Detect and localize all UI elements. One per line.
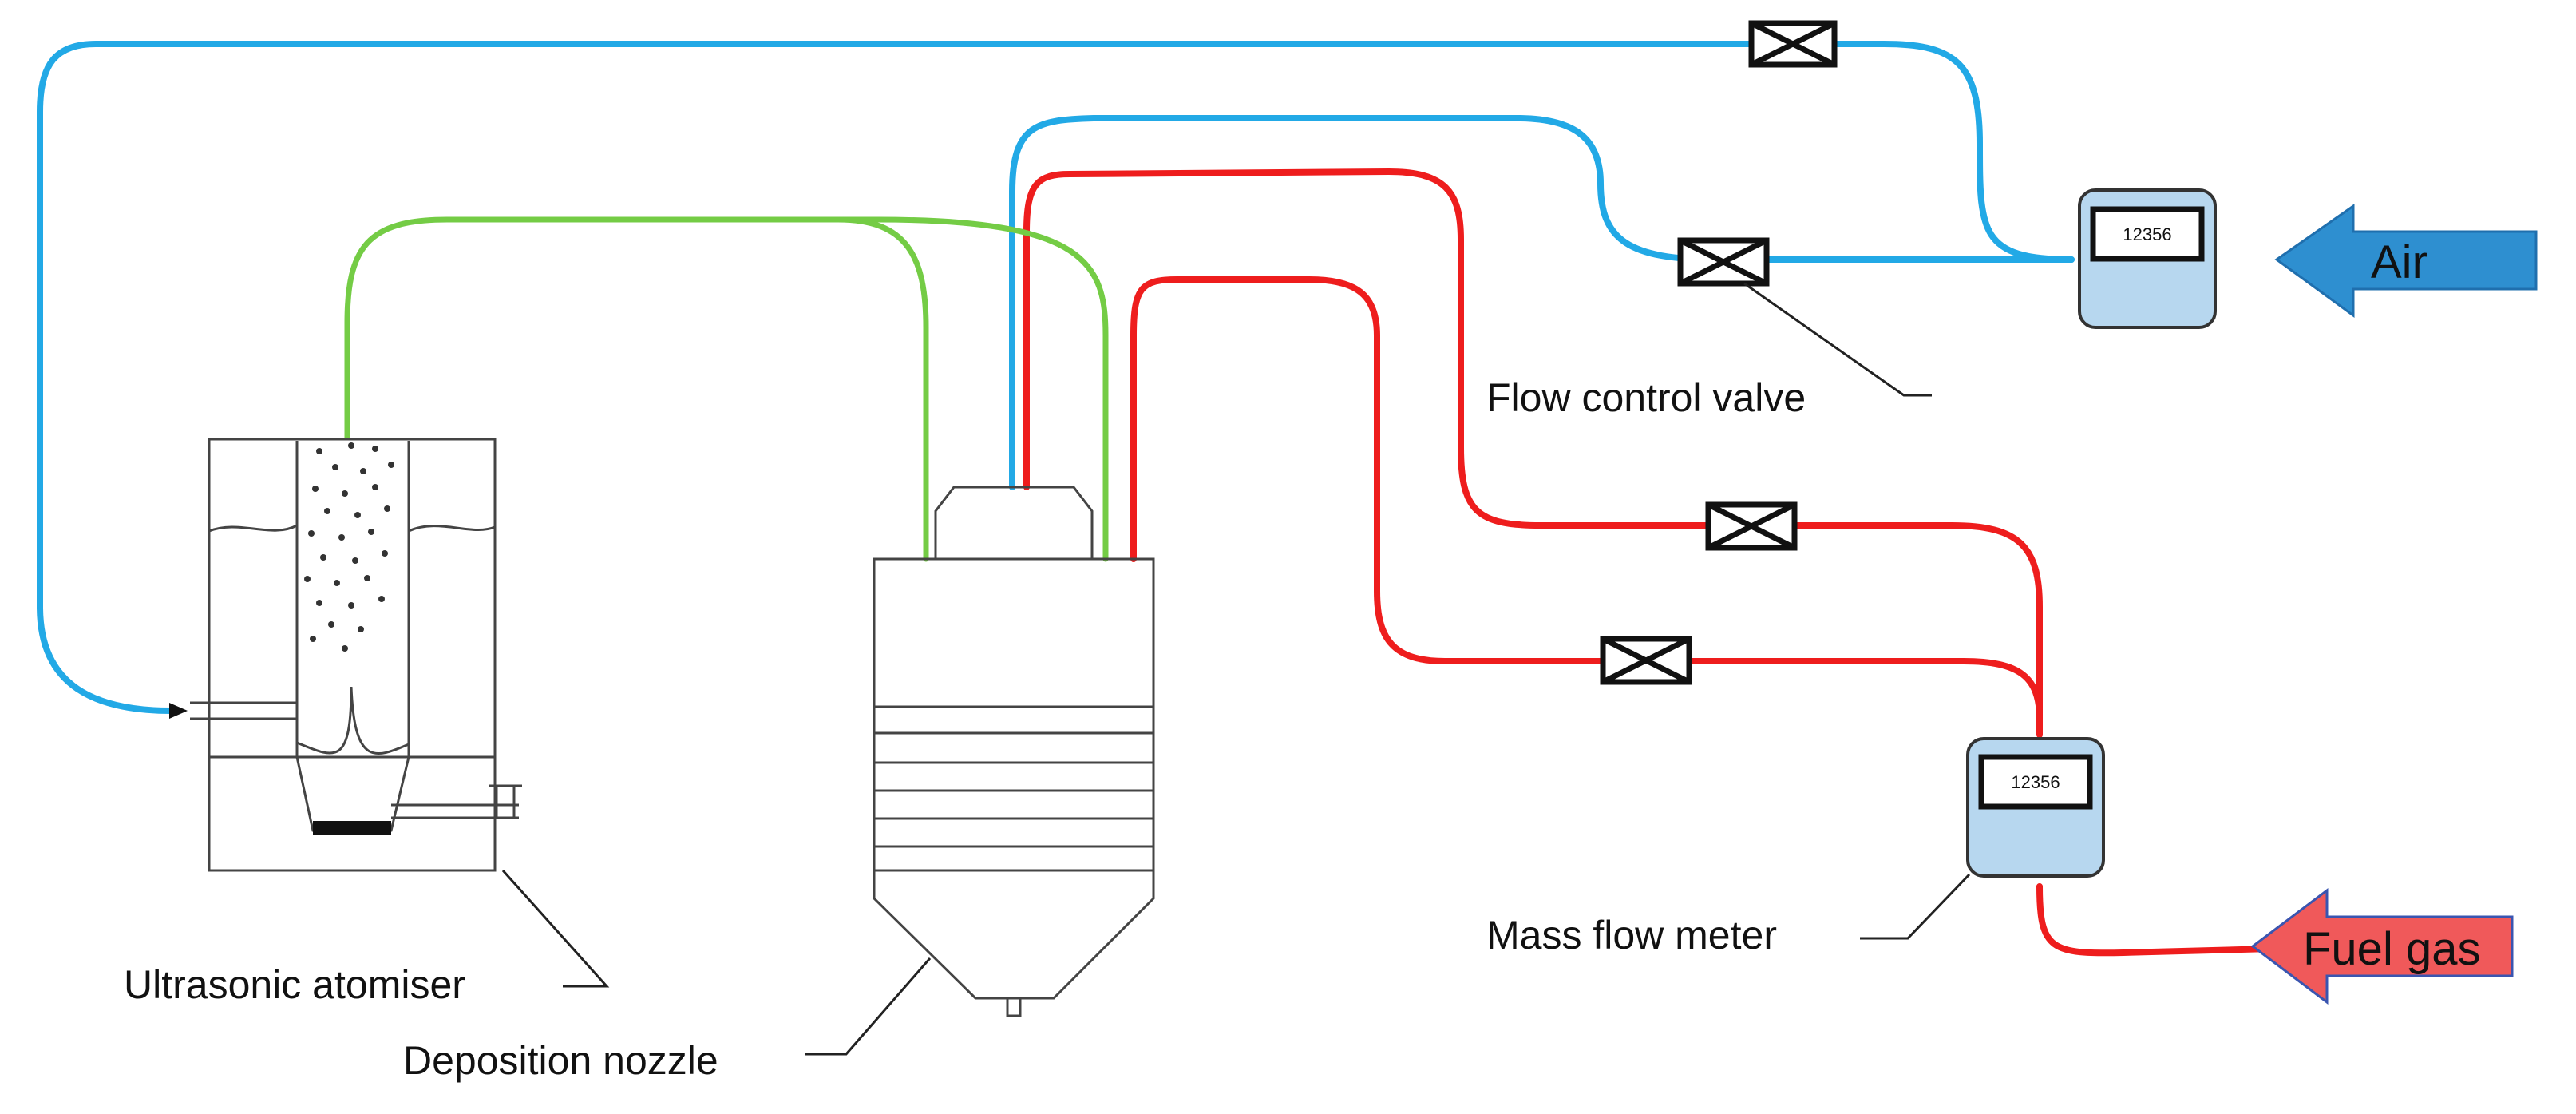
fuel-gas-inlet-arrow: Fuel gas	[2250, 887, 2514, 1005]
fuel-lines	[1023, 168, 2274, 957]
aerosol-line-inner	[835, 216, 929, 562]
ultrasonic-atomiser	[190, 438, 522, 872]
leader-lines	[501, 282, 1971, 1056]
air-inlet-arrow: Air	[2274, 204, 2538, 318]
air-line-to-atomiser	[37, 41, 2075, 714]
air-line-to-nozzle	[1009, 115, 2075, 490]
fuel-line-lower	[1130, 276, 2043, 738]
droplets	[304, 442, 394, 652]
deposition-nozzle	[873, 486, 1155, 1017]
fuel-mass-flow-meter: 12356	[1966, 737, 2105, 878]
aerosol-line-outer	[344, 216, 1109, 562]
fuel-line-from-meter	[2036, 883, 2274, 957]
transducer-plate	[313, 821, 391, 835]
air-inlet-arrowhead	[169, 703, 188, 719]
flow-control-valve-fuel-upper[interactable]	[1705, 501, 1798, 551]
fuel-line-upper	[1023, 168, 2043, 738]
flow-control-valve-label: Flow control valve	[1486, 375, 1806, 420]
aerosol-lines	[344, 216, 1109, 562]
air-meter-reading: 12356	[2123, 224, 2171, 244]
fuel-meter-reading: 12356	[2011, 772, 2060, 792]
flow-control-valve-air-lower[interactable]	[1677, 237, 1770, 287]
flow-control-valve-fuel-lower[interactable]	[1600, 636, 1692, 685]
drain-valve	[495, 784, 516, 819]
air-label: Air	[2371, 236, 2428, 288]
flow-control-valve-air-top[interactable]	[1748, 20, 1838, 68]
ultrasonic-atomiser-label: Ultrasonic atomiser	[124, 962, 465, 1007]
air-lines	[37, 41, 2075, 719]
deposition-nozzle-label: Deposition nozzle	[403, 1038, 718, 1083]
fuel-gas-label: Fuel gas	[2303, 923, 2480, 975]
air-mass-flow-meter: 12356	[2078, 188, 2217, 329]
mass-flow-meter-label: Mass flow meter	[1486, 913, 1777, 957]
